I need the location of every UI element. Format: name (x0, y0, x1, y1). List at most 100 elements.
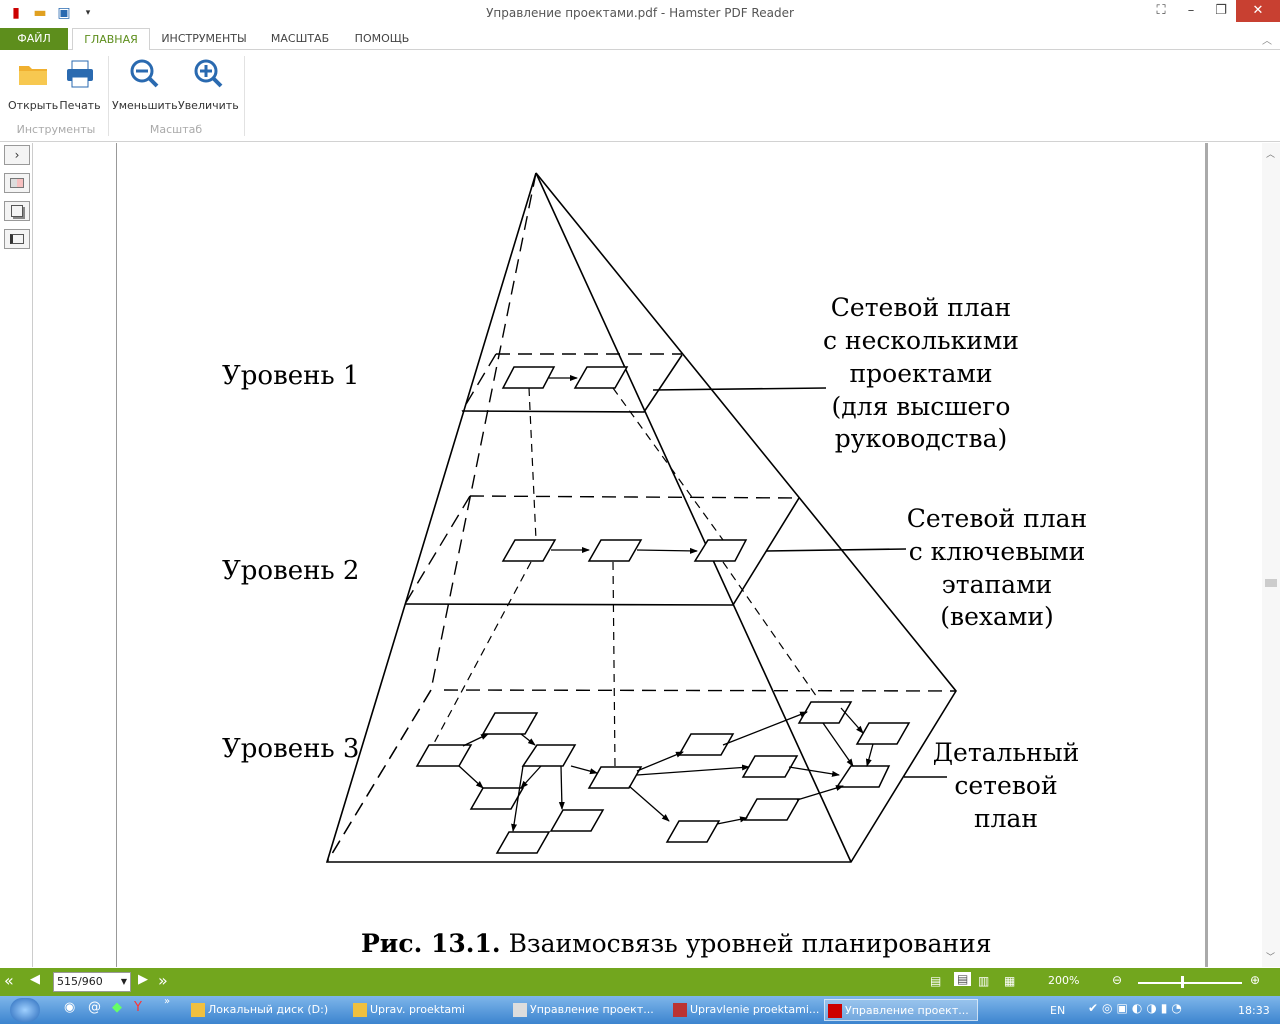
print-button[interactable]: Печать (58, 58, 102, 112)
status-bar: « ◀ 515/960 ▼ ▶ » ▤ ▤ ▥ ▦ 200% ⊖ ⊕ (0, 968, 1280, 996)
level3-label: Уровень 3 (222, 734, 359, 764)
open-label: Открыть (8, 99, 59, 112)
yandex-icon[interactable]: Y (134, 1000, 142, 1015)
folder-icon (191, 1003, 205, 1017)
scroll-up-icon[interactable]: ︿ (1266, 150, 1276, 160)
page-number-input[interactable]: 515/960 ▼ (53, 972, 131, 992)
pdf-icon (828, 1004, 842, 1018)
last-page-icon[interactable]: » (158, 971, 168, 990)
title-bar: ▮ ▬ ▣ ▾ Управление проектами.pdf - Hamst… (0, 0, 1280, 28)
open-folder-icon[interactable]: ▬ (33, 5, 47, 21)
side-panel: › (0, 143, 33, 967)
page-number-value: 515/960 (57, 975, 103, 988)
bookmarks-button[interactable] (4, 229, 30, 249)
language-indicator[interactable]: EN (1050, 1004, 1066, 1017)
taskbar-item-label: Управление проект... (530, 1003, 654, 1016)
zoom-level: 200% (1048, 974, 1080, 987)
taskbar-item-label: Uprav. proektami (370, 1003, 465, 1016)
chrome-icon[interactable]: ◉ (64, 1000, 76, 1015)
folder-icon (19, 66, 47, 85)
taskbar-item-folder[interactable]: Uprav. proektami (350, 999, 506, 1021)
thumbnails-icon (10, 178, 24, 188)
zoom-plus-icon[interactable]: ⊕ (1250, 973, 1261, 987)
note1-line4: (для высшего (832, 392, 1011, 421)
vertical-scrollbar[interactable]: ︿ ﹀ (1262, 143, 1280, 967)
note2-line1: Сетевой план (907, 504, 1087, 533)
tray-icons[interactable]: ✔◎▣◐◑▮◔ (1088, 1001, 1186, 1015)
caption-text: Взаимосвязь уровней планирования (509, 929, 992, 958)
prev-page-icon[interactable]: ◀ (30, 972, 40, 987)
expand-panel-button[interactable]: › (4, 145, 30, 165)
tab-home[interactable]: ГЛАВНАЯ (72, 28, 150, 51)
folder-icon (353, 1003, 367, 1017)
two-pages-icon[interactable]: ▥ (978, 974, 990, 988)
single-page-icon[interactable]: ▤ (930, 974, 942, 988)
zoom-slider-thumb[interactable] (1181, 976, 1184, 988)
zoom-in-button[interactable]: Увеличить (178, 58, 239, 112)
figure-caption: Рис. 13.1. Взаимосвязь уровней планирован… (361, 929, 992, 958)
restore-button[interactable]: ❐ (1215, 3, 1227, 18)
zoom-out-button[interactable]: Уменьшить (112, 58, 178, 112)
mail-icon[interactable]: @ (88, 1000, 101, 1015)
more-icon[interactable]: » (164, 996, 171, 1007)
zoom-slider[interactable] (1138, 982, 1242, 984)
two-pages-continuous-icon[interactable]: ▦ (1004, 974, 1016, 988)
group-zoom-label: Масштаб (149, 123, 203, 136)
taskbar-item-label: Локальный диск (D:) (208, 1003, 329, 1016)
tab-help[interactable]: ПОМОЩЬ (354, 32, 410, 45)
tab-file[interactable]: ФАЙЛ (0, 28, 68, 50)
taskbar-item-pdf-reader[interactable]: Управление проект... (824, 999, 978, 1021)
group-separator (108, 56, 109, 136)
note2-line4: (вехами) (940, 602, 1054, 631)
printer-icon (67, 60, 93, 88)
ribbon: Открыть Печать Уменьшить Увеличить Инстр… (0, 50, 1280, 142)
pdf-page: Уровень 1 Уровень 2 Уровень 3 Сетевой пл… (116, 143, 1208, 967)
page-dropdown-icon[interactable]: ▼ (120, 977, 127, 986)
note3-line2: сетевой (954, 771, 1057, 800)
scroll-thumb[interactable] (1265, 579, 1277, 587)
quick-access-toolbar: ▮ ▬ ▣ ▾ (8, 4, 96, 22)
taskbar-item-label: Управление проект... (845, 1004, 969, 1017)
window-title: Управление проектами.pdf - Hamster PDF R… (486, 6, 794, 20)
note1-line5: руководства) (835, 424, 1007, 453)
close-button[interactable]: ✕ (1236, 0, 1280, 22)
note1-line3: проектами (850, 359, 993, 388)
first-page-icon[interactable]: « (4, 971, 14, 990)
taskbar-item-explorer[interactable]: Локальный диск (D:) (188, 999, 346, 1021)
level1-label: Уровень 1 (222, 361, 359, 391)
next-page-icon[interactable]: ▶ (138, 972, 148, 987)
taskbar-item-doc[interactable]: Управление проект... (510, 999, 666, 1021)
app-icon: ▮ (12, 5, 20, 21)
clock: 18:33 (1238, 1004, 1270, 1017)
fullscreen-button[interactable]: ⛶ (1156, 3, 1166, 18)
start-button[interactable] (10, 998, 40, 1022)
tab-tools[interactable]: ИНСТРУМЕНТЫ (161, 32, 247, 45)
scroll-down-icon[interactable]: ﹀ (1266, 953, 1276, 963)
zoom-in-icon (194, 59, 223, 88)
bookmarks-icon (10, 234, 24, 244)
torrent-icon[interactable]: ◆ (112, 1000, 122, 1015)
thumbnails-button[interactable] (4, 173, 30, 193)
qat-menu-icon[interactable]: ▾ (85, 8, 91, 18)
level2-label: Уровень 2 (222, 556, 359, 586)
pages-button[interactable] (4, 201, 30, 221)
ribbon-tabs: ФАЙЛ ГЛАВНАЯ ИНСТРУМЕНТЫ МАСШТАБ ПОМОЩЬ … (0, 28, 1280, 51)
print-icon[interactable]: ▣ (57, 5, 71, 21)
zoom-in-label: Увеличить (178, 99, 239, 112)
zoom-out-label: Уменьшить (112, 99, 178, 112)
open-button[interactable]: Открыть (8, 58, 58, 112)
tab-zoom[interactable]: МАСШТАБ (270, 32, 330, 45)
archive-icon (673, 1003, 687, 1017)
document-viewer[interactable]: Уровень 1 Уровень 2 Уровень 3 Сетевой пл… (34, 143, 1262, 967)
group-tools-label: Инструменты (16, 123, 96, 136)
zoom-out-icon (130, 59, 159, 88)
continuous-icon[interactable]: ▤ (954, 972, 972, 986)
taskbar-item-label: Upravlenie proektami... (690, 1003, 820, 1016)
pages-icon (11, 205, 23, 217)
note3-line3: план (974, 804, 1038, 833)
zoom-minus-icon[interactable]: ⊖ (1112, 973, 1123, 987)
minimize-button[interactable]: – (1187, 3, 1195, 18)
taskbar-item-archive[interactable]: Upravlenie proektami... (670, 999, 820, 1021)
caption-number: Рис. 13.1. (361, 929, 501, 958)
collapse-ribbon-icon[interactable]: ︿ (1262, 36, 1272, 47)
